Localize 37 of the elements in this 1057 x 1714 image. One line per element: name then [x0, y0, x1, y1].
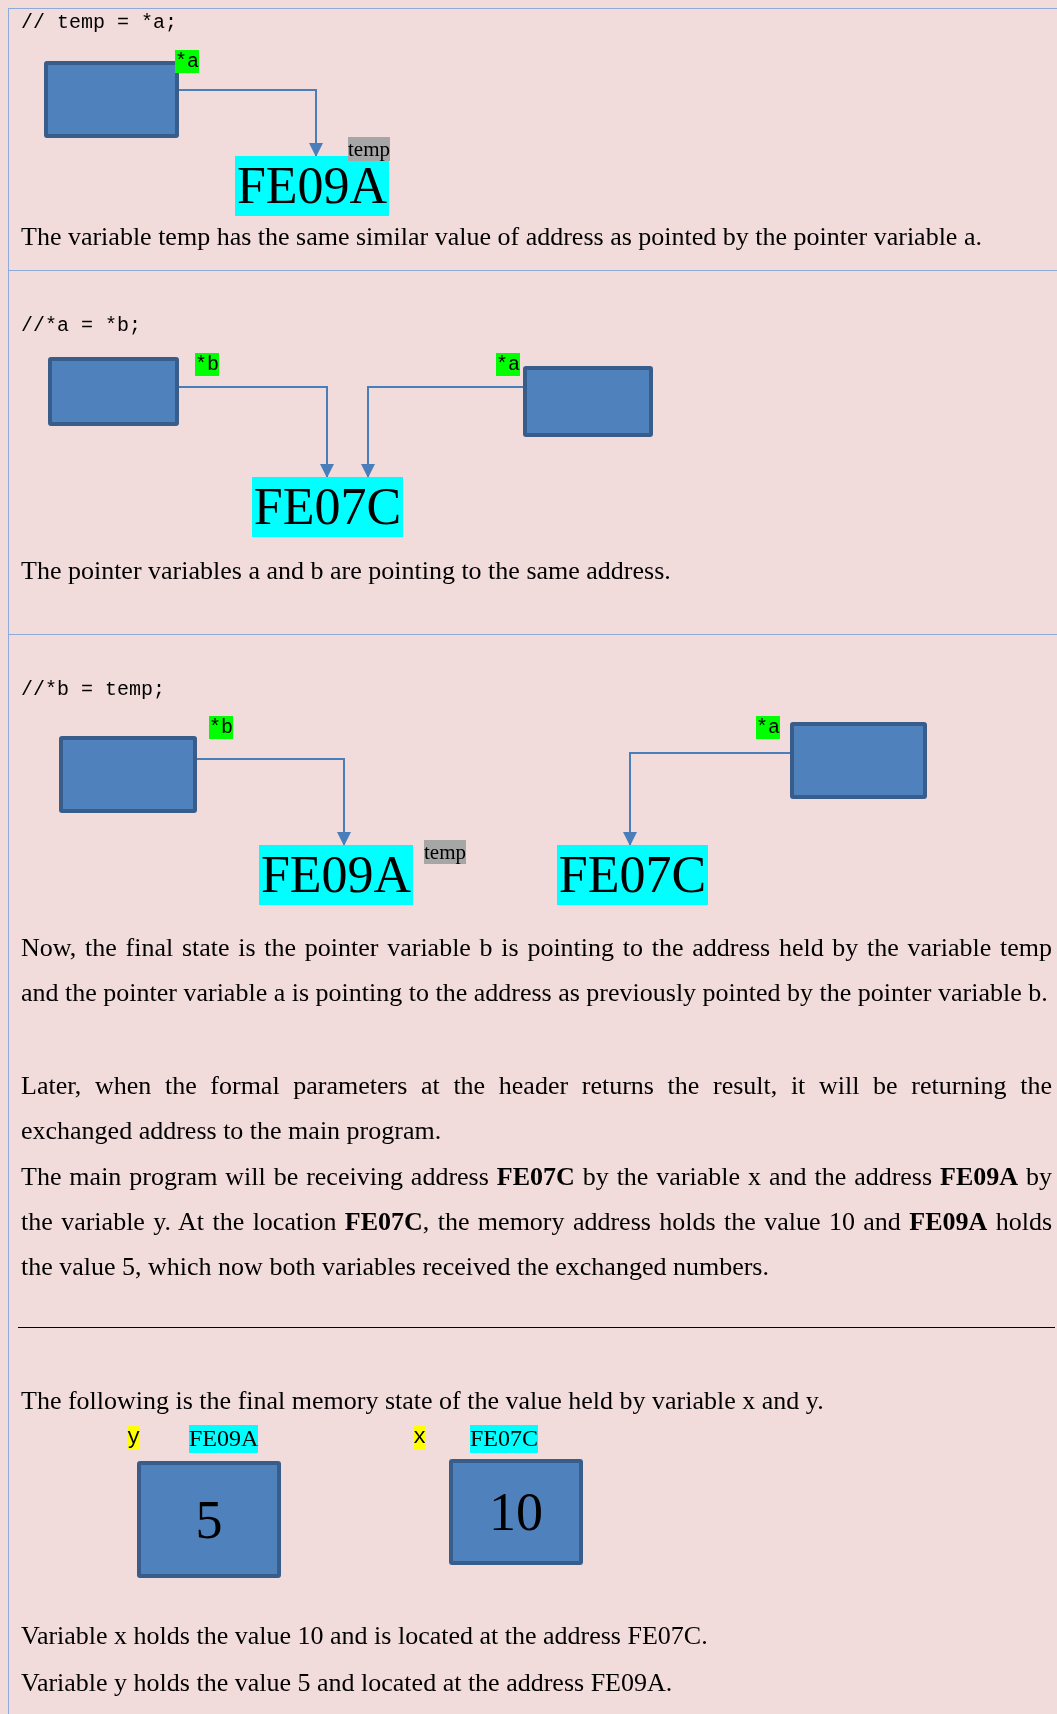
pointer-box	[48, 357, 179, 426]
pointer-box	[44, 61, 179, 138]
variable-name-tag: temp	[424, 840, 466, 865]
variable-name-tag: x	[413, 1425, 427, 1451]
explanation-text: The variable temp has the same similar value of address as pointed by the pointer variable a.	[21, 221, 983, 253]
explanation-text: The pointer variables a and b are pointing to the same address.	[21, 555, 672, 587]
memory-address-label: FE07C	[557, 845, 708, 905]
pointer-name-tag: *a	[756, 716, 780, 739]
arrow	[196, 758, 351, 846]
explanation-text: Variable x holds the value 10 and is located at the address FE07C.	[21, 1620, 709, 1652]
pointer-name-tag: *b	[195, 353, 219, 376]
explanation-text: The main program will be receiving address FE07C by the variable x and the address FE09A by the variable y. At the location FE07C, the memory address holds the value 10 and FE09A holds the value 5, which now both variables received the exchanged numbers.	[21, 1161, 1052, 1283]
arrow	[178, 386, 334, 478]
pointer-name-tag: *b	[209, 716, 233, 739]
explanation-text: Variable y holds the value 5 and located at the address FE09A.	[21, 1667, 674, 1699]
explanation-text: Now, the final state is the pointer variable b is pointing to the address held by the variable temp and the pointer variable a is pointing to the address as previously pointed by the pointer variable b.	[21, 932, 1052, 1009]
arrow	[623, 752, 791, 846]
pointer-name-tag: *a	[175, 50, 199, 73]
variable-name-tag: temp	[348, 137, 390, 162]
code-comment: //*b = temp;	[21, 677, 167, 703]
pointer-box	[790, 722, 927, 799]
memory-cell: 10	[449, 1459, 583, 1565]
explanation-text: Later, when the formal parameters at the header returns the result, it will be returning the exchanged address to the main program.	[21, 1070, 1052, 1147]
pointer-box	[59, 736, 197, 813]
code-comment: // temp = *a;	[21, 10, 179, 36]
explanation-text: The following is the final memory state of the value held by variable x and y.	[21, 1385, 825, 1417]
pointer-name-tag: *a	[496, 353, 520, 376]
pointer-box	[523, 366, 653, 437]
address-tag: FE09A	[189, 1425, 259, 1453]
code-comment: //*a = *b;	[21, 313, 143, 339]
arrow	[178, 89, 323, 157]
memory-address-label: FE09A	[259, 845, 413, 905]
variable-name-tag: y	[127, 1425, 141, 1451]
arrow	[361, 386, 524, 478]
memory-address-label: FE07C	[252, 477, 403, 537]
address-tag: FE07C	[470, 1425, 538, 1453]
memory-cell: 5	[137, 1461, 281, 1578]
